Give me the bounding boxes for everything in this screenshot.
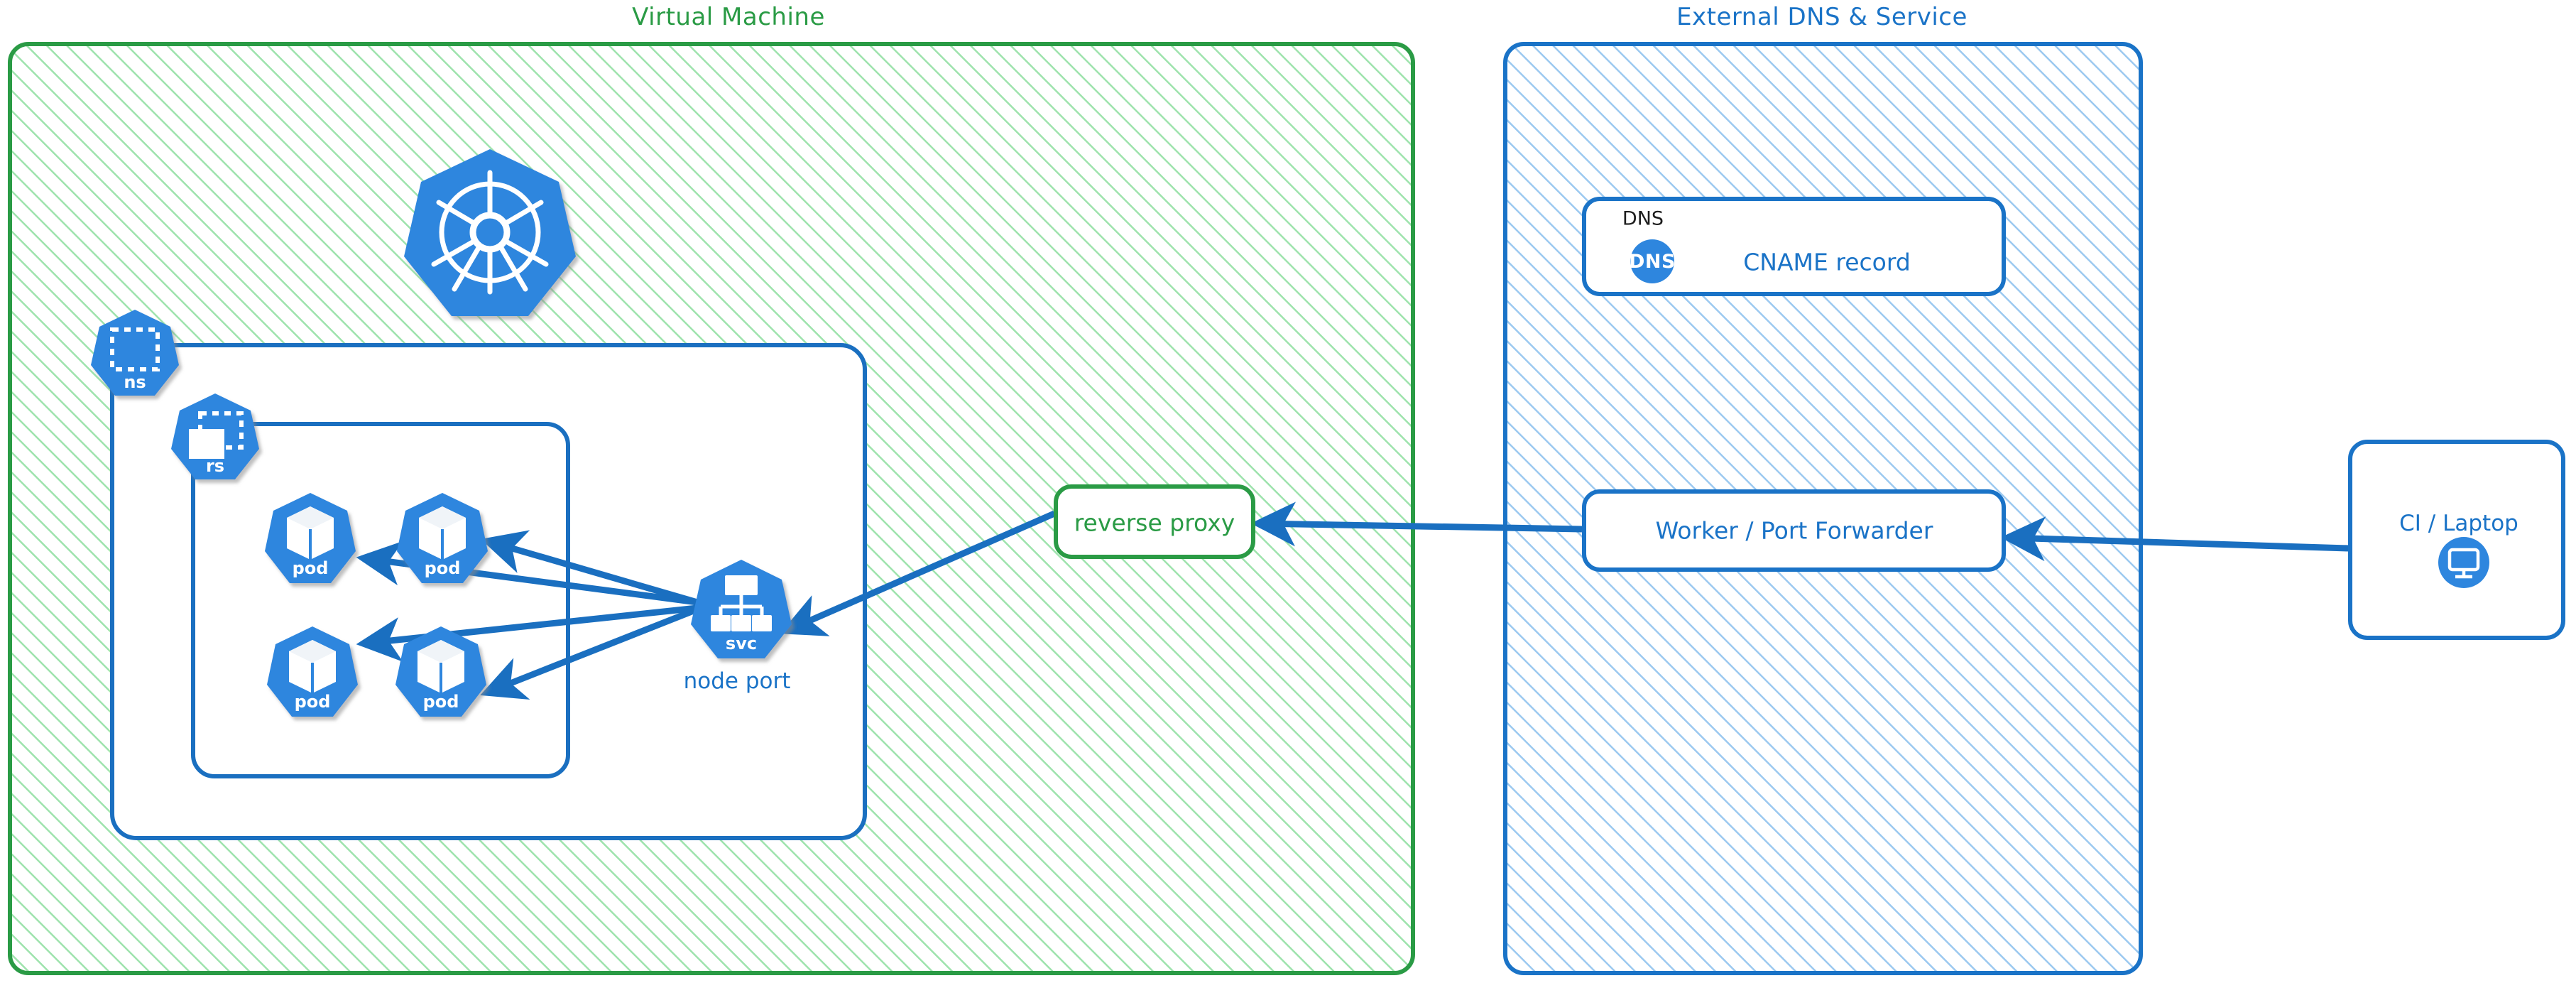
replicaset-icon-label: rs	[205, 456, 225, 476]
node-port-label: node port	[683, 668, 791, 694]
dns-badge-label: DNS	[1629, 250, 1676, 273]
dns-badge-icon: DNS	[1629, 239, 1676, 283]
service-node-label: svc	[725, 634, 758, 653]
cname-record-label[interactable]: CNAME record	[1743, 248, 1911, 276]
pod-2-label: pod	[424, 558, 461, 578]
group-title-external-dns-service: External DNS & Service	[1676, 3, 1968, 31]
dns-corner-label: DNS	[1622, 207, 1664, 230]
pod-1-label: pod	[292, 558, 329, 578]
pod-3-label: pod	[294, 692, 331, 712]
namespace-icon-label: ns	[124, 372, 146, 392]
pod-4-label: pod	[422, 692, 459, 712]
ci-laptop-label[interactable]: CI / Laptop	[2399, 511, 2518, 536]
group-title-virtual-machine: Virtual Machine	[632, 3, 825, 31]
worker-port-forwarder-label[interactable]: Worker / Port Forwarder	[1655, 516, 1933, 545]
reverse-proxy-label[interactable]: reverse proxy	[1074, 509, 1235, 537]
